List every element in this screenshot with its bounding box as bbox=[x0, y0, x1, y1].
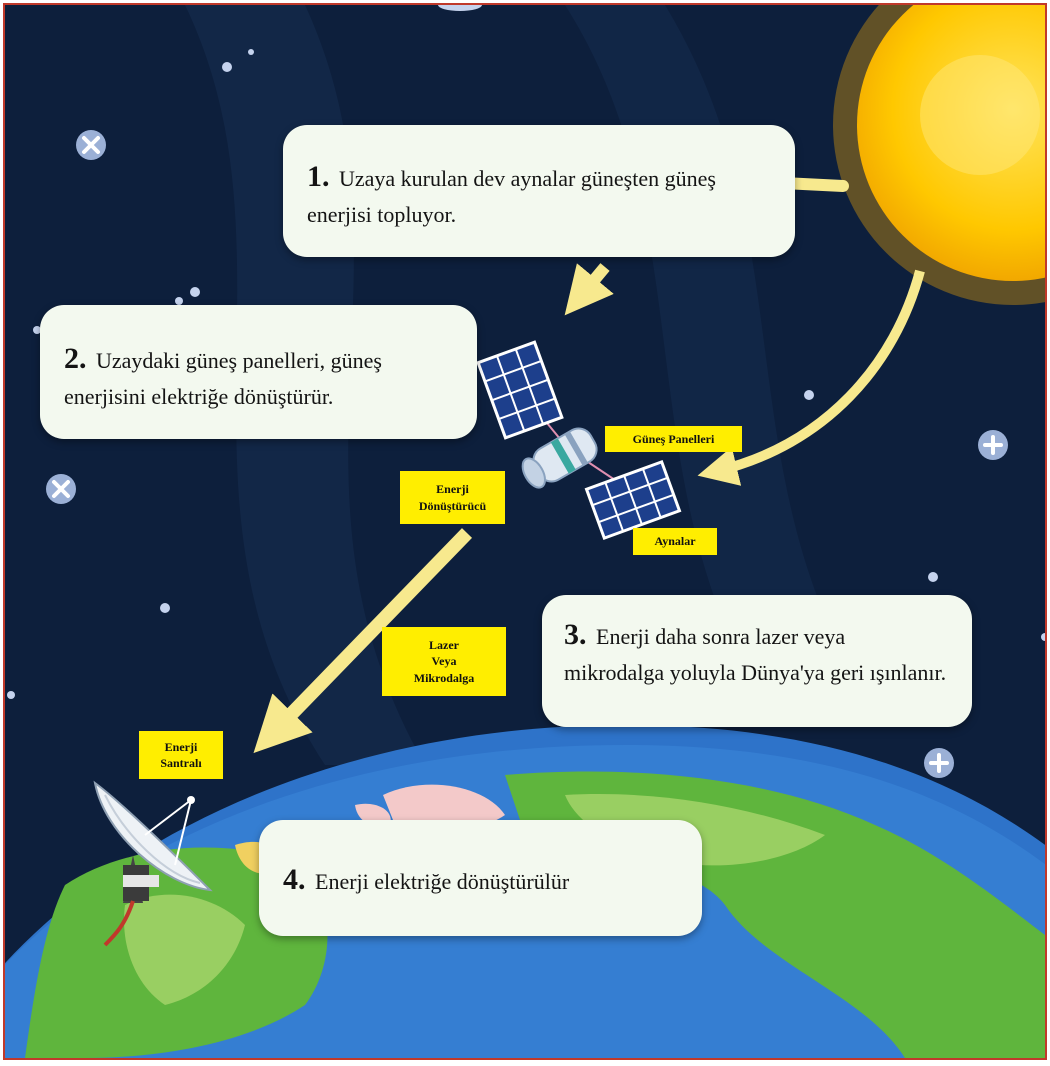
step-3-box: 3. Enerji daha sonra lazer veya mikrodal… bbox=[542, 595, 972, 727]
label-text: Santralı bbox=[160, 756, 202, 770]
sparkle-star-icon bbox=[924, 748, 954, 778]
label-text: Lazer bbox=[429, 638, 459, 653]
satellite-body bbox=[521, 427, 598, 489]
label-text: Veya bbox=[431, 654, 457, 669]
arrow-to-satellite bbox=[564, 263, 614, 316]
arrow-beam-to-earth bbox=[253, 528, 473, 754]
step-4-box: 4. Enerji elektriğe dönüştürülür bbox=[259, 820, 702, 936]
solar-panel-icon bbox=[476, 340, 564, 440]
satellite-icon bbox=[476, 340, 682, 541]
sparkle-star-icon bbox=[76, 130, 106, 160]
step-number: 2. bbox=[64, 342, 87, 375]
step-number: 4. bbox=[283, 863, 306, 896]
star-icon bbox=[1041, 633, 1045, 641]
label-text: Dönüştürücü bbox=[418, 498, 487, 513]
star-icon bbox=[175, 297, 183, 305]
planet-edge bbox=[438, 5, 482, 11]
sparkle-star-icon bbox=[978, 430, 1008, 460]
label-text: Enerji bbox=[164, 739, 198, 754]
satellite-dish-icon bbox=[93, 780, 213, 947]
step-text: Enerji elektriğe dönüştürülür bbox=[315, 869, 570, 894]
star-icon bbox=[248, 49, 254, 55]
label-text: Güneş Panelleri bbox=[632, 431, 715, 446]
star-icon bbox=[928, 572, 938, 582]
label-laser-or-microwave: Lazer Veya Mikrodalga bbox=[382, 627, 506, 696]
label-text: Aynalar bbox=[654, 534, 696, 549]
star-icon bbox=[804, 390, 814, 400]
step-text: Uzaydaki güneş panelleri, güneş enerjisi… bbox=[64, 348, 382, 409]
label-mirrors: Aynalar bbox=[633, 528, 717, 555]
sparkle-star-icon bbox=[46, 474, 76, 504]
step-text: Uzaya kurulan dev aynalar güneşten güneş… bbox=[307, 166, 716, 227]
mirror-panel-icon bbox=[584, 459, 682, 541]
star-icon bbox=[190, 287, 200, 297]
star-icon bbox=[33, 326, 41, 334]
sun-icon bbox=[833, 5, 1045, 305]
arrow-sun-to-mirrors bbox=[697, 269, 925, 486]
label-energy-converter: Enerji Dönüştürücü bbox=[400, 471, 505, 524]
star-icon bbox=[222, 62, 232, 72]
diagram-frame: 1. Uzaya kurulan dev aynalar güneşten gü… bbox=[3, 3, 1047, 1060]
step-2-box: 2. Uzaydaki güneş panelleri, güneş enerj… bbox=[40, 305, 477, 439]
step-1-box: 1. Uzaya kurulan dev aynalar güneşten gü… bbox=[283, 125, 795, 257]
label-power-plant: Enerji Santralı bbox=[139, 731, 223, 779]
label-text: Mikrodalga bbox=[413, 670, 475, 685]
star-icon bbox=[7, 691, 15, 699]
label-text: Enerji bbox=[436, 482, 469, 497]
step-text: Enerji daha sonra lazer veya mikrodalga … bbox=[564, 624, 947, 685]
step-number: 3. bbox=[564, 618, 587, 651]
step-number: 1. bbox=[307, 160, 330, 193]
label-solar-panels: Güneş Panelleri bbox=[605, 426, 742, 452]
star-icon bbox=[160, 603, 170, 613]
